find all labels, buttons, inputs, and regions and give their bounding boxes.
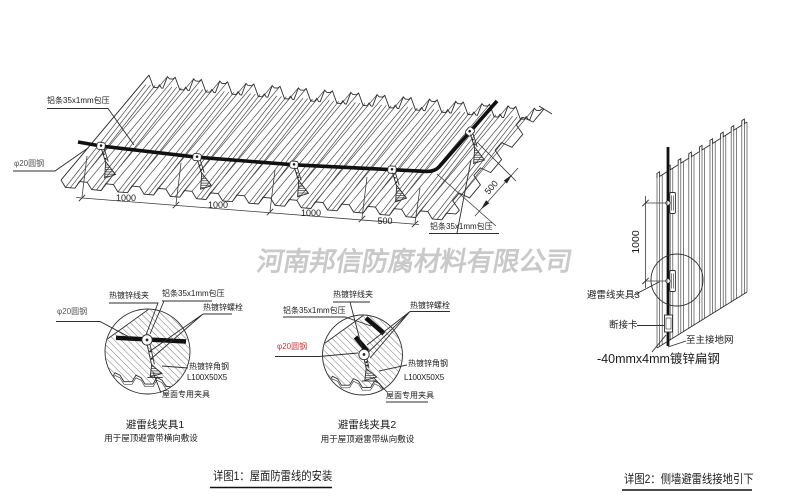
detail1-angle-spec-label: L100X50X5 — [187, 372, 228, 382]
detail-2-clamp-circle — [322, 314, 403, 396]
detail-2-leaders — [275, 301, 450, 403]
detail1-subtitle: 用于屋顶避雷带横向敷设 — [104, 433, 198, 443]
wall-disconnect-label: 断接卡 — [609, 320, 638, 331]
detail-1-leaders — [56, 300, 232, 394]
detail2-angle-spec-label: L100X50X5 — [404, 372, 445, 382]
caption-underlines — [210, 486, 752, 491]
roof-dim-1000-1: 1000 — [115, 193, 137, 203]
detail-1-clamp-circle — [104, 308, 191, 395]
roof-isometric-view — [13, 74, 553, 234]
roof-wire-clamps — [96, 126, 486, 203]
detail1-round-steel-label: φ20圆钢 — [57, 306, 88, 316]
detail1-angle-steel-label: 热镀锌角钢 — [189, 361, 229, 371]
wall-to-ground-label: 至主接地网 — [686, 334, 734, 346]
roof-dim-500: 500 — [377, 215, 393, 226]
detail1-roof-clamp-label: 屋面专用夹具 — [162, 389, 210, 399]
roof-round-steel-label: φ20圆钢 — [14, 158, 45, 168]
detail1-wire-clip-label: 热镀锌线夹 — [109, 291, 149, 300]
detail1-alu-strip-label: 铝条35x1mm包压 — [162, 289, 225, 298]
lightning-wire-roof — [77, 99, 499, 174]
roof-alu-strip-label-bottom: 铝条35x1mm包压 — [430, 222, 493, 231]
detail2-wire-clip-label: 热镀锌线夹 — [333, 290, 373, 299]
roof-dim-1000-3: 1000 — [300, 208, 322, 218]
detail1-bolt-label: 热镀锌螺栓 — [203, 303, 243, 312]
detail2-title: 避雷线夹具2 — [337, 419, 397, 431]
detail2-roof-clamp-label: 屋面专用夹具 — [386, 390, 434, 400]
detail2-subtitle: 用于屋顶避雷带纵向敷设 — [320, 433, 415, 444]
roof-dim-1000-2: 1000 — [207, 200, 229, 210]
detail2-alu-strip-label: 铝条35x1mm包压 — [283, 306, 346, 315]
caption-detail1: 详图1：屋面防雷线的安装 — [213, 469, 333, 483]
caption-detail2: 详图2：侧墙避雷线接地引下 — [624, 471, 754, 486]
detail2-round-steel-label: φ20圆钢 — [277, 341, 308, 351]
wall-dim-1000: 1000 — [630, 230, 643, 254]
wall-clamp3-label: 避雷线夹具3 — [587, 289, 640, 301]
detail1-title: 避雷线夹具1 — [125, 418, 185, 431]
wall-elevation-view — [633, 118, 748, 353]
detail2-angle-steel-label: 热镀锌角钢 — [408, 359, 448, 368]
detail2-bolt-label: 热镀锌螺栓 — [410, 300, 450, 310]
roof-alu-strip-label-top: 铝条35x1mm包压 — [47, 95, 110, 105]
wall-flat-steel-label: -40mmx4mm镀锌扁钢 — [597, 352, 720, 366]
